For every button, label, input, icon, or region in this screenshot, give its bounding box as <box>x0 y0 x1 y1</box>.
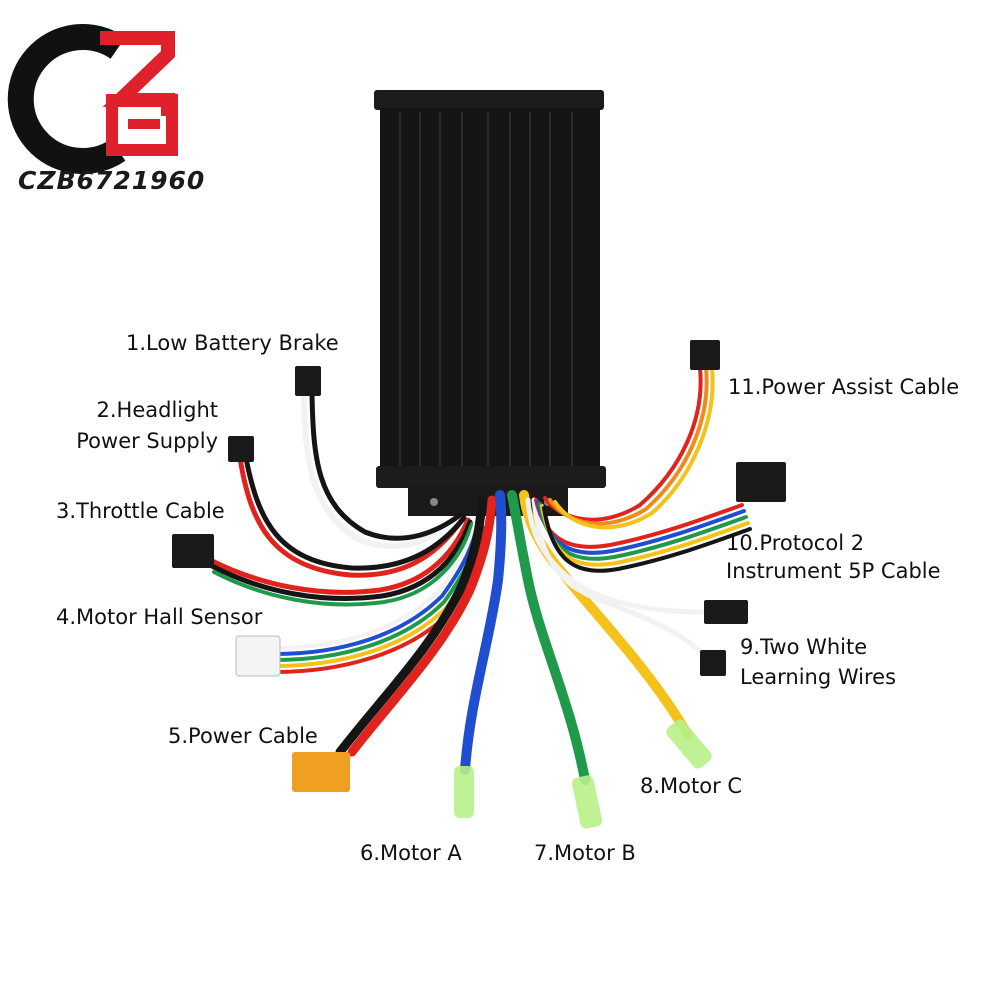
connector-brake <box>295 366 321 396</box>
label-protocol-line2: Instrument 5P Cable <box>726 559 941 583</box>
connector-5p <box>736 462 786 502</box>
connector-headlight <box>228 436 254 462</box>
connector-motor-a <box>454 766 474 818</box>
connector-hall <box>235 635 281 677</box>
brand-logo <box>7 24 178 174</box>
label-headlight-line1: 2.Headlight <box>96 398 219 422</box>
label-learning-wires-line1: 9.Two White <box>740 635 868 659</box>
connector-learning-1 <box>704 600 748 624</box>
label-headlight-line2: Power Supply <box>76 429 218 453</box>
label-low-battery-brake: 1.Low Battery Brake <box>126 331 339 355</box>
label-learning-wires-line2: Learning Wires <box>740 665 897 689</box>
connector-xt60 <box>292 752 350 792</box>
label-throttle-cable: 3.Throttle Cable <box>56 499 225 523</box>
connectors <box>172 340 786 829</box>
label-power-assist: 11.Power Assist Cable <box>728 375 960 399</box>
label-power-cable: 5.Power Cable <box>168 724 318 748</box>
connector-motor-b <box>571 775 603 829</box>
controller-housing <box>374 90 606 516</box>
connector-throttle <box>172 534 214 568</box>
label-motor-c: 8.Motor C <box>640 774 743 798</box>
label-protocol-line1: 10.Protocol 2 <box>726 531 865 555</box>
label-motor-hall-sensor: 4.Motor Hall Sensor <box>56 605 263 629</box>
connector-motor-c <box>666 719 712 769</box>
label-motor-b: 7.Motor B <box>534 841 636 865</box>
connector-learning-2 <box>700 650 726 676</box>
label-motor-a: 6.Motor A <box>360 841 462 865</box>
connector-power-assist <box>690 340 720 370</box>
wire-harness <box>207 366 752 785</box>
brand-logo-text: CZB6721960 <box>18 166 206 195</box>
